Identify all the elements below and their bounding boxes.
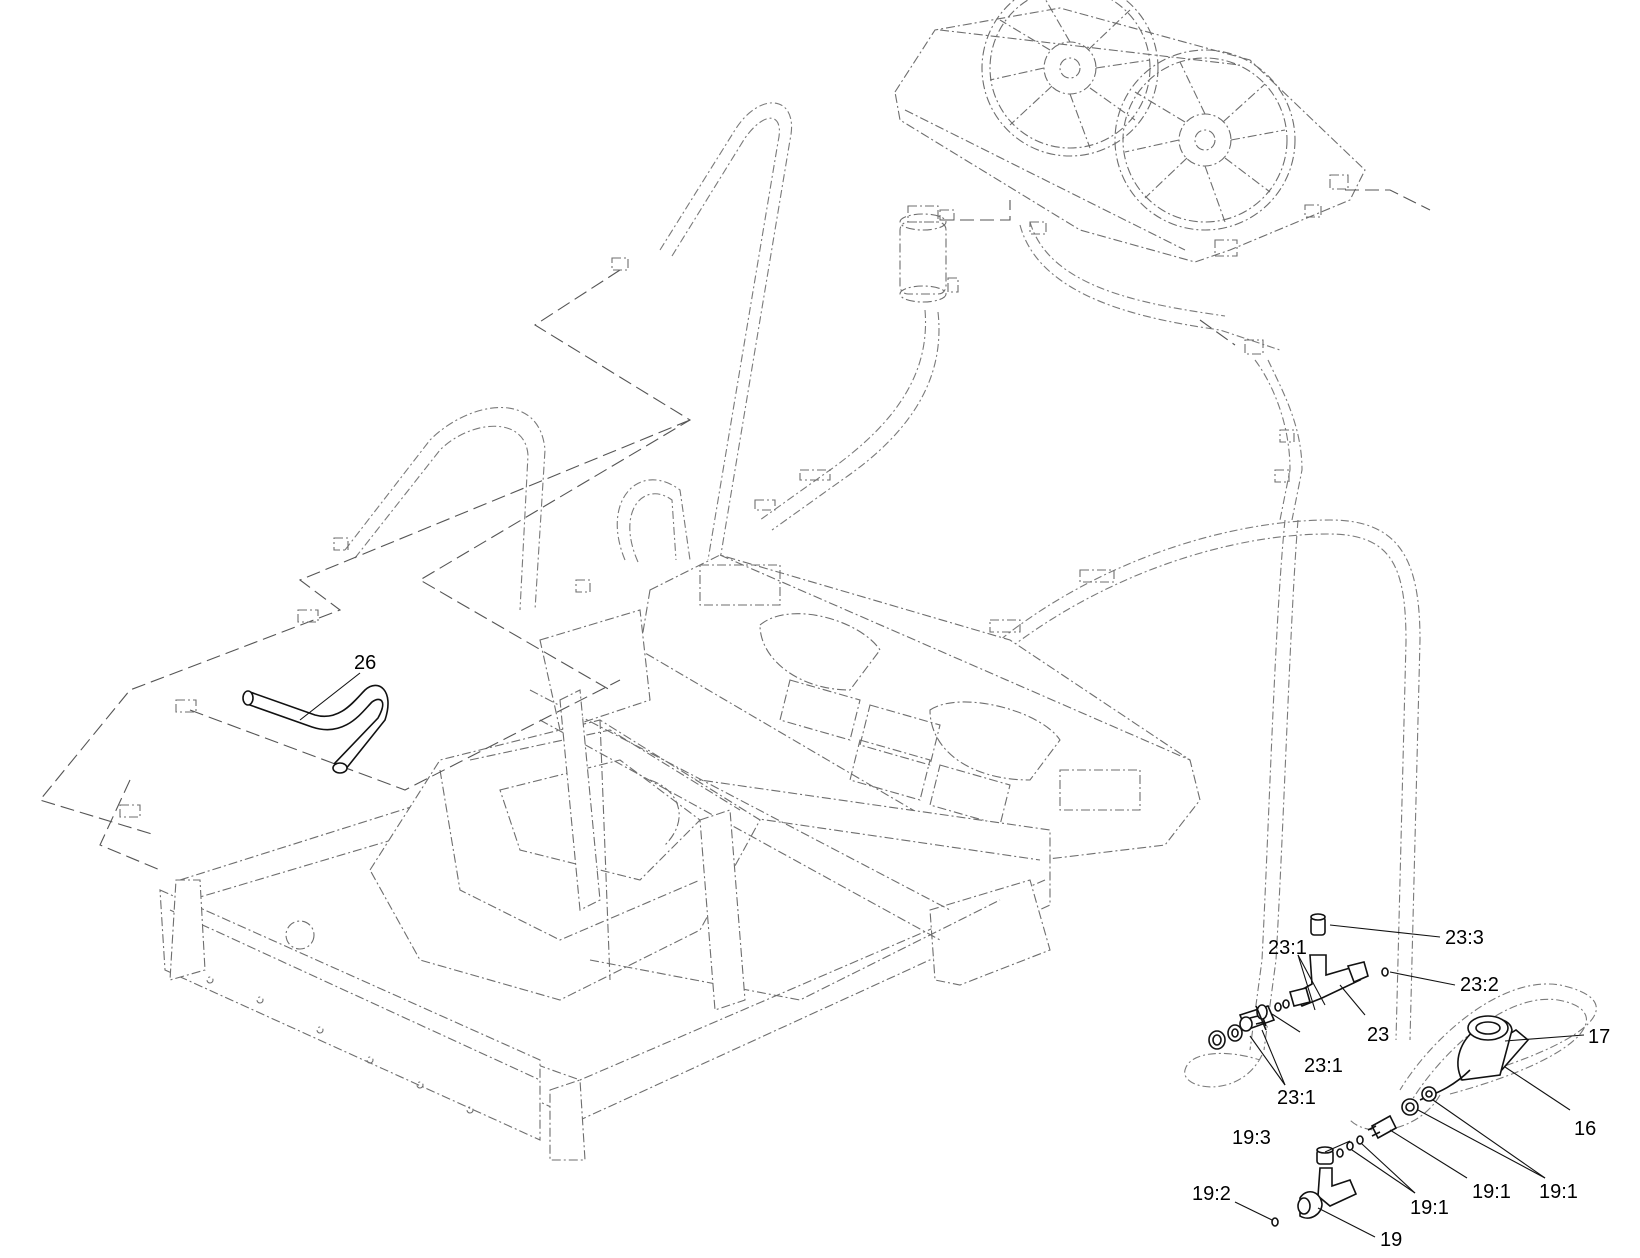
part-26-hose	[242, 684, 389, 774]
radiator-fan-assembly	[894, 0, 1366, 263]
callout-19-3: 19:3	[1232, 1127, 1271, 1149]
chassis-frame	[159, 554, 1201, 1161]
callout-26: 26	[354, 652, 376, 674]
callout-19-1-right: 19:1	[1539, 1181, 1578, 1203]
part-16-17-port	[1419, 1015, 1530, 1101]
callout-23-3: 23:3	[1445, 927, 1484, 949]
callout-23-1-mid: 23:1	[1304, 1055, 1343, 1077]
connection-lines	[39, 189, 1431, 871]
callout-23-1-bottom: 23:1	[1277, 1087, 1316, 1109]
callout-19-1-mid: 19:1	[1472, 1181, 1511, 1203]
ghost-fittings	[119, 221, 1295, 818]
callout-19-2: 19:2	[1192, 1183, 1231, 1205]
callout-23-1-top: 23:1	[1268, 937, 1307, 959]
leader-lines	[299, 672, 1585, 1238]
callout-23-2: 23:2	[1460, 974, 1499, 996]
ghost-hoses	[344, 102, 1597, 1131]
part-23-assembly	[1208, 913, 1389, 1050]
receiver-drier	[899, 205, 959, 303]
callout-19: 19	[1380, 1229, 1402, 1251]
callout-23: 23	[1367, 1024, 1389, 1046]
callout-labels: 26 23:3 23:1 23:2 23 23:1 23:1 17 16 19:…	[354, 652, 1610, 1251]
callout-19-1-left: 19:1	[1410, 1197, 1449, 1219]
part-19-assembly	[1271, 1086, 1437, 1227]
callout-17: 17	[1588, 1026, 1610, 1048]
callout-16: 16	[1574, 1118, 1596, 1140]
